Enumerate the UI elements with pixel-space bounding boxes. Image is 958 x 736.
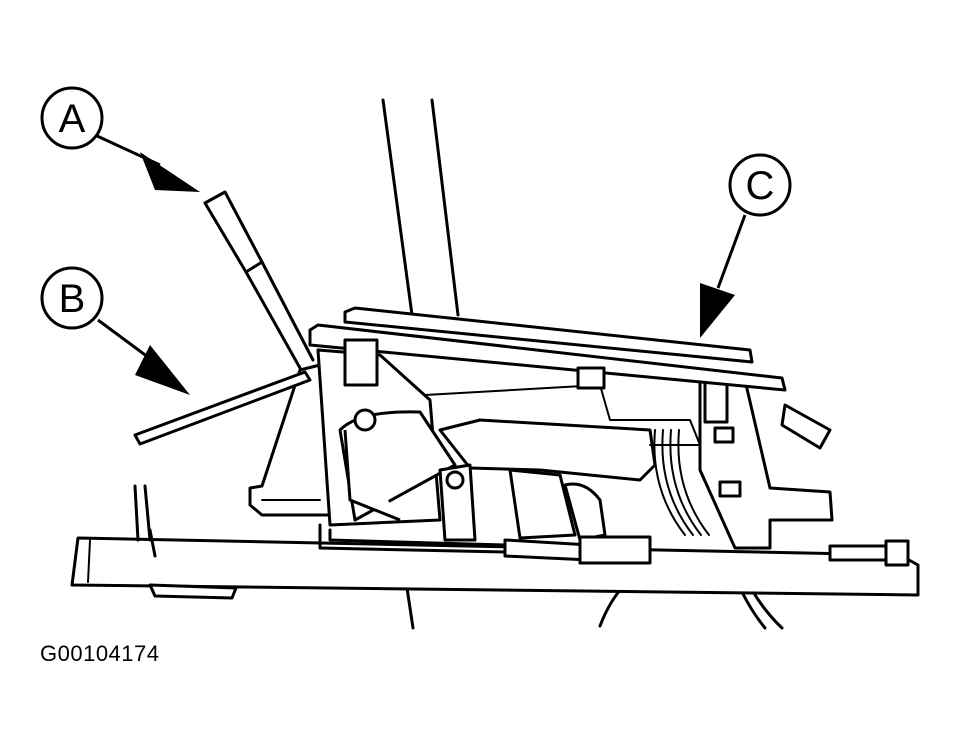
pin-tool	[133, 370, 312, 446]
callout-c-arrowhead	[700, 283, 735, 338]
housing-body	[316, 348, 701, 542]
right-end-stub	[828, 539, 910, 567]
callout-a-circle	[40, 86, 104, 150]
callout-c-label: C	[746, 164, 775, 208]
callout-b-circle	[40, 266, 104, 330]
figure-id: G00104174	[40, 641, 160, 666]
callout-a: A	[40, 86, 200, 192]
callout-b: B	[40, 266, 190, 395]
screwdriver-tool	[203, 190, 315, 370]
wire-harness	[653, 429, 710, 536]
callout-c-circle	[728, 153, 792, 217]
callout-b-label: B	[59, 277, 86, 321]
callout-a-label: A	[59, 97, 86, 141]
shift-lever-shaft	[381, 98, 460, 317]
callout-c: C	[700, 153, 792, 338]
base-plate	[70, 484, 920, 600]
callout-b-arrowhead	[135, 345, 190, 395]
callout-a-arrowhead	[140, 152, 200, 192]
top-cover-plate	[308, 306, 787, 392]
right-support-bracket	[698, 378, 834, 550]
cable-tray	[318, 523, 652, 565]
